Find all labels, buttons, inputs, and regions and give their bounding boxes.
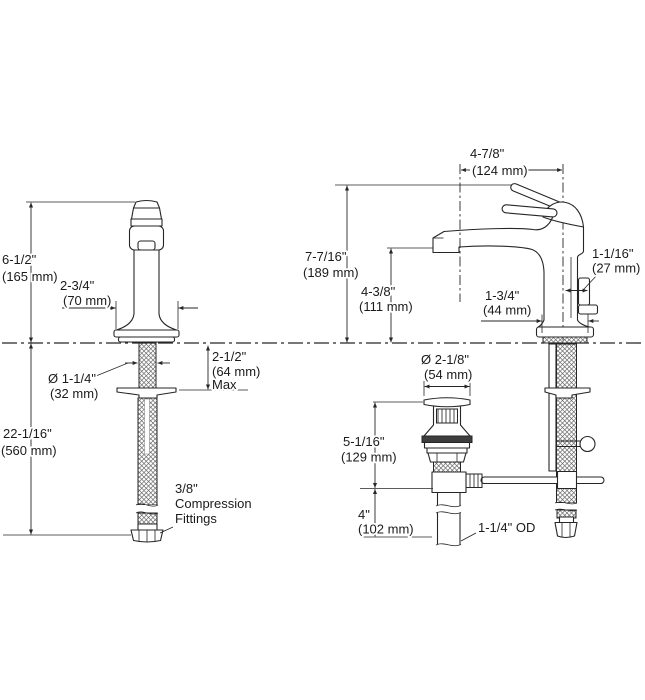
dim-side-spoutheight-in: 4-3/8" [361, 284, 396, 299]
dim-front-height-mm: (165 mm) [2, 269, 58, 284]
side-clevis-screw [555, 440, 581, 448]
side-base-flare [536, 319, 593, 329]
dim-side-basedepth-mm: (44 mm) [483, 303, 531, 318]
front-hose-inner-tube [144, 398, 150, 455]
drain-stopper-neck [432, 405, 462, 426]
dim-front-deckmax-in: 2-1/2" [212, 349, 247, 364]
side-leader-liftrod [583, 273, 599, 290]
front-base-ring [117, 336, 176, 343]
side-mounting-washer [544, 387, 591, 399]
drain-leader-od [460, 532, 477, 542]
drain-stopper-ribs [436, 408, 458, 424]
dim-front-height-in: 6-1/2" [2, 252, 37, 267]
dim-side-basedepth-in: 1-3/4" [485, 288, 520, 303]
front-bonnet-ring [130, 218, 163, 227]
front-handle-cap [132, 199, 161, 209]
faucet-front-view [3, 199, 180, 543]
drain-stopper-cap [423, 397, 471, 408]
dim-drain-dia-in: Ø 2-1/8" [421, 352, 469, 367]
drain-threaded-body [433, 461, 461, 473]
dim-side-height-mm: (189 mm) [303, 265, 359, 280]
drain-assembly [421, 397, 483, 547]
side-compression-nut [554, 521, 578, 539]
front-supply-hose-lower [137, 512, 158, 526]
side-lift-rod-knob [577, 277, 591, 306]
dim-side-liftrod-in: 1-1/16" [592, 246, 634, 261]
drain-tee-body [431, 471, 467, 494]
drain-tailpiece-end-break [435, 543, 462, 547]
side-spout-top [443, 216, 554, 233]
drain-locknut-facets [436, 453, 458, 462]
drain-flange [421, 435, 473, 443]
dim-front-shank-mm: (32 mm) [50, 386, 98, 401]
front-hose-break-gap [135, 505, 160, 513]
note-fitting-line3: Fittings [175, 511, 217, 526]
side-handle-base [501, 204, 558, 218]
dim-drain-height-in: 5-1/16" [343, 434, 385, 449]
front-leader-fitting [159, 526, 174, 534]
drain-tailpiece-break [435, 504, 462, 515]
front-mounting-washer [116, 387, 177, 399]
dim-side-reach-mm: (124 mm) [472, 163, 528, 178]
side-hose-break-gap [554, 503, 579, 510]
dim-front-basewidth-mm: (70 mm) [63, 293, 111, 308]
dim-side-height-in: 7-7/16" [305, 249, 347, 264]
drain-flange-cone [423, 424, 471, 437]
drain-locknut [427, 452, 467, 463]
dim-side-reach-in: 4-7/8" [470, 146, 505, 161]
note-fitting-line2: Compression [175, 496, 252, 511]
note-fitting-line1: 3/8" [175, 481, 198, 496]
side-spout-underside [432, 230, 545, 321]
dim-front-deckmax-mm: (64 mm) [212, 364, 260, 379]
dim-front-deckmax-note: Max [212, 377, 237, 392]
drain-washer-ring [426, 447, 468, 454]
dim-front-shank-in: Ø 1-1/4" [48, 371, 96, 386]
front-compression-nut-facets [138, 530, 156, 542]
side-clevis-ball [579, 435, 596, 453]
dim-tailpiece-mm: (102 mm) [358, 522, 414, 537]
drain-pivot-nut [465, 473, 483, 488]
side-fitting-ferrule [558, 516, 575, 524]
front-ext-basewidth [115, 301, 179, 329]
drain-ext-dia [423, 381, 471, 396]
front-bonnet-taper [130, 207, 163, 220]
side-view-dimensions: 4-7/8" (124 mm) 7-7/16" (189 mm) 4-3/8" … [301, 144, 642, 542]
side-base-gasket [542, 336, 588, 344]
side-pivot-rod [480, 476, 605, 485]
dim-drain-height-mm: (129 mm) [341, 450, 397, 465]
drain-tailpiece-upper [436, 491, 461, 506]
side-compression-nut-facets [561, 523, 571, 538]
front-view-dimensions: 6-1/2" (165 mm) 2-3/4" (70 mm) Ø 1-1/4" … [0, 201, 262, 535]
side-ext-basedepth [541, 314, 589, 333]
dim-tailpiece-in: 4" [358, 507, 370, 522]
front-base-plinth [113, 329, 180, 338]
dim-tailpiece-od: 1-1/4" OD [478, 520, 535, 535]
dim-side-liftrod-mm: (27 mm) [592, 261, 640, 276]
front-fitting-ferrule [137, 523, 158, 531]
dim-front-basewidth-in: 2-3/4" [60, 278, 95, 293]
front-leader-shank [95, 362, 129, 377]
side-lift-rod-foot [577, 304, 599, 315]
dim-front-supply-in: 22-1/16" [3, 426, 52, 441]
side-lift-rod-strap [548, 343, 557, 472]
faucet-side-view [432, 164, 605, 539]
side-base-plinth [535, 326, 595, 338]
side-rod-clamp [556, 470, 578, 490]
side-body-right-edge [576, 226, 585, 321]
drain-gasket-ring [423, 441, 471, 449]
drain-tailpiece-lower [436, 512, 461, 545]
front-body [133, 249, 160, 315]
front-handle-detail [137, 240, 156, 251]
front-base-flare [115, 313, 178, 331]
dim-drain-dia-mm: (54 mm) [424, 367, 472, 382]
front-threaded-shank [138, 342, 157, 389]
dim-front-supply-mm: (560 mm) [1, 443, 57, 458]
dim-side-spoutheight-mm: (111 mm) [359, 299, 413, 314]
side-bonnet [542, 201, 585, 228]
